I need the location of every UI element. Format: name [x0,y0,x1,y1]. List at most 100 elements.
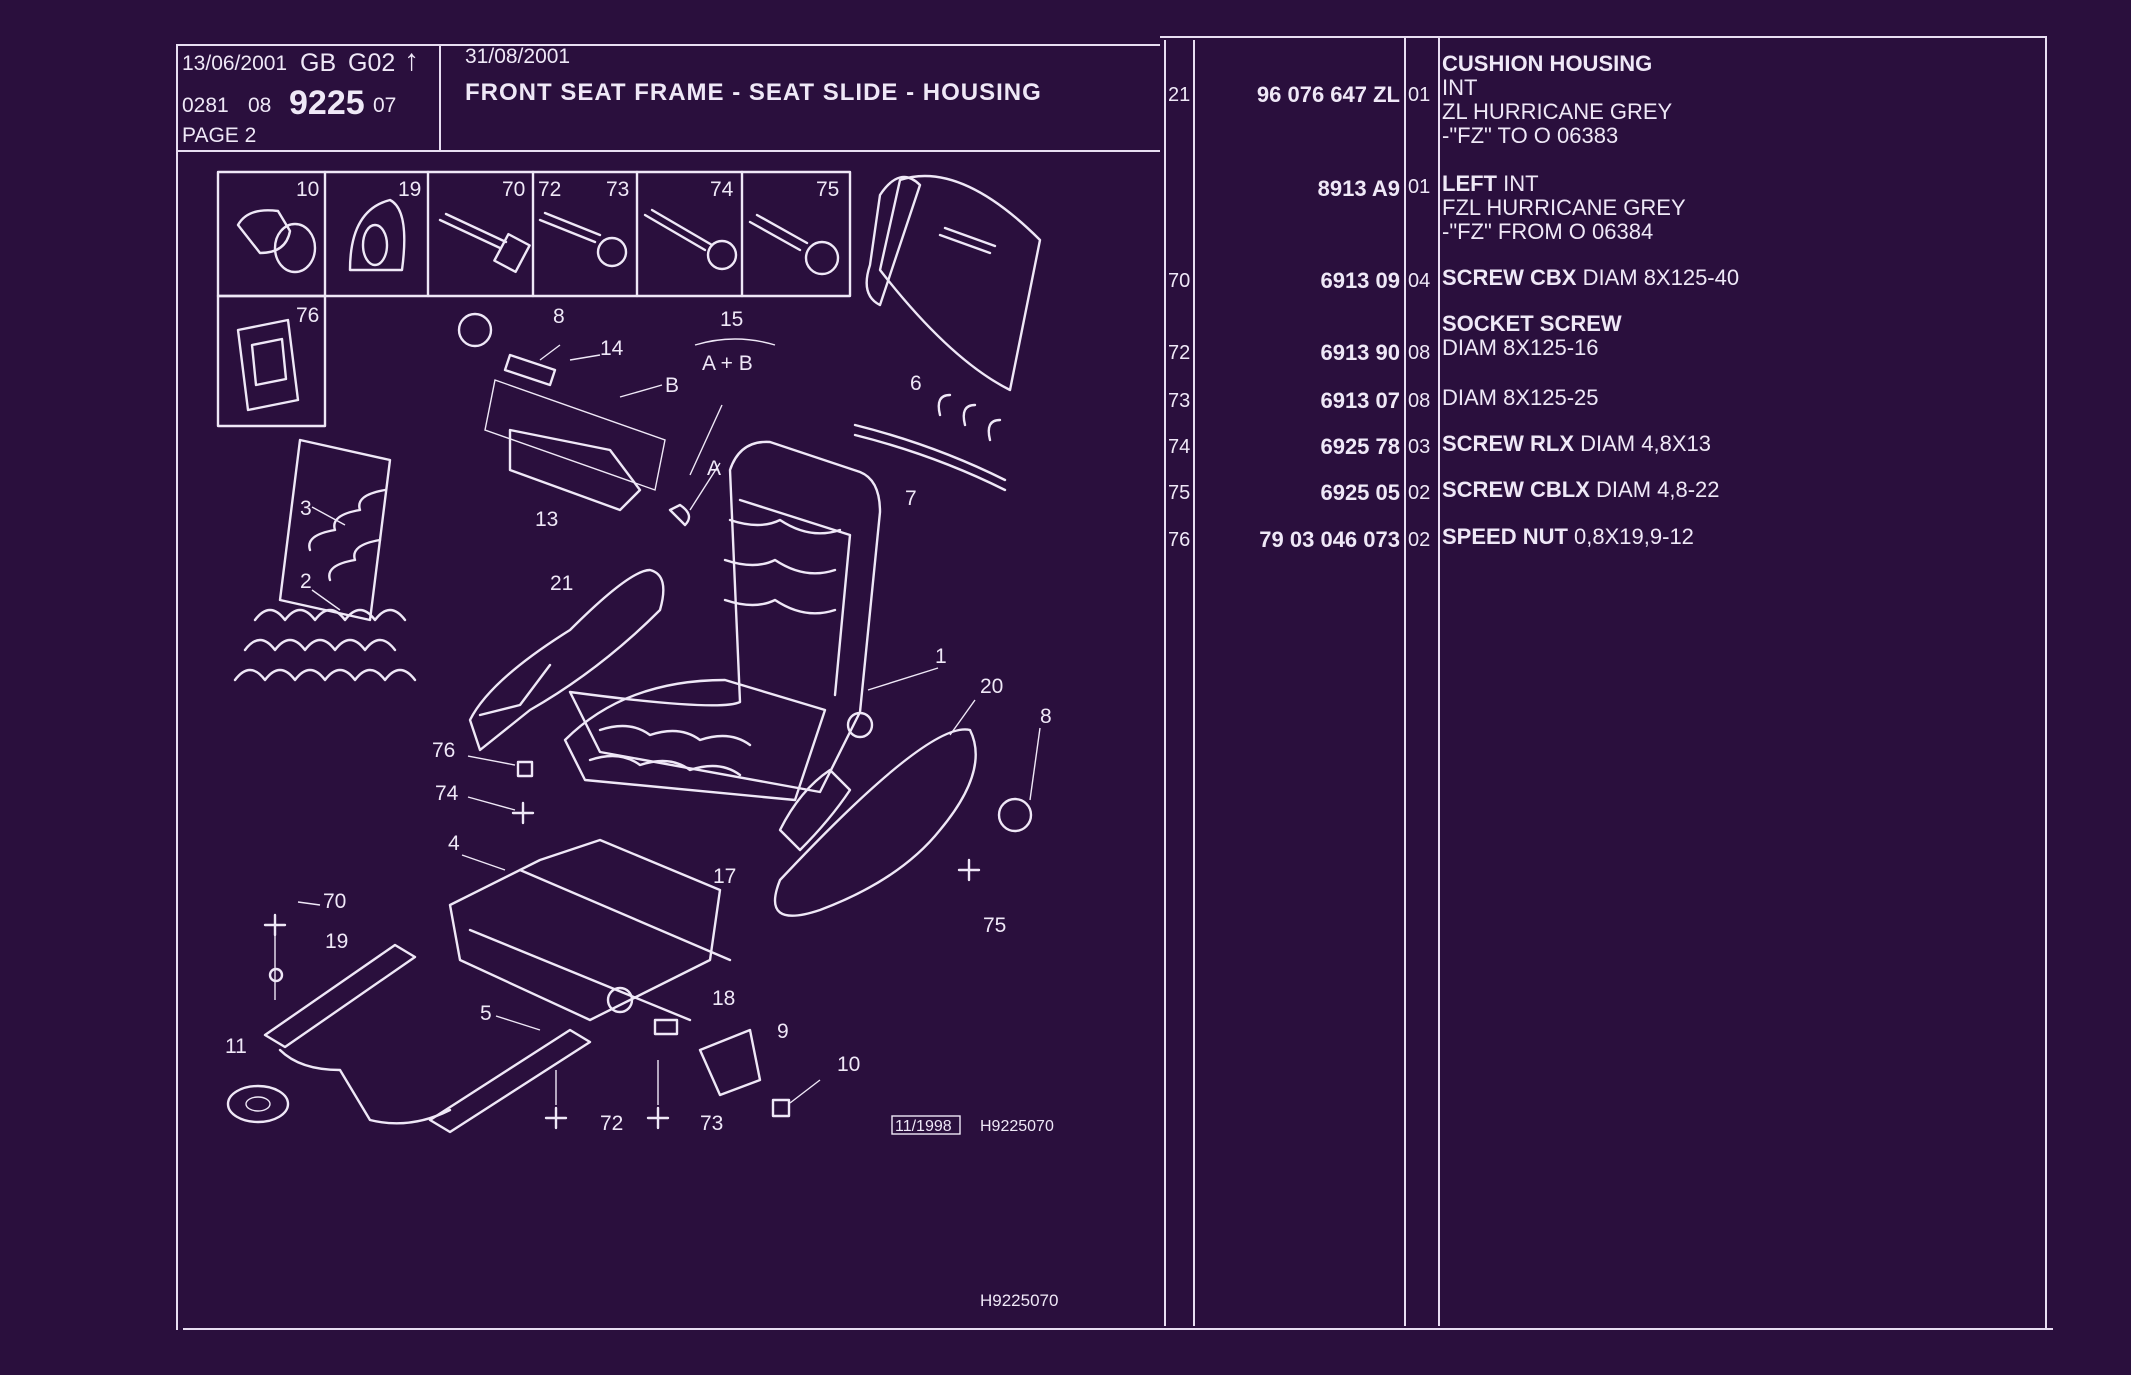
part-name: SPEED NUT [1442,524,1568,549]
edition-box [891,1115,961,1135]
quantity: 01 [1408,176,1431,198]
callout: 76 [432,739,455,762]
part-description: SPEED NUT 0,8X19,9-12 [1442,524,1694,549]
callout: 9 [777,1020,789,1043]
callout: 14 [600,337,624,360]
group-label: A + B [702,352,753,375]
callout: 73 [700,1112,723,1135]
part-description: SCREW RLX DIAM 4,8X13 [1442,431,1711,456]
ref-number: 70 [1168,270,1191,292]
up-arrow-icon: ↑ [404,44,419,77]
part-number: 6925 05 [1320,480,1400,505]
callout: 13 [535,508,558,531]
box-label: 76 [296,304,319,327]
group-bracket [694,338,776,346]
ref-number: 74 [1168,436,1191,458]
callout: 8 [553,305,565,328]
callout: 4 [448,832,460,855]
catalogue-code: G02 [348,49,396,77]
callout: 74 [435,782,459,805]
part-description: LEFT INT FZL HURRICANE GREY -"FZ" FROM O… [1442,171,1686,244]
small-parts [516,760,791,1118]
part-description: SCREW CBX DIAM 8X125-40 [1442,265,1740,290]
part-name: SOCKET SCREW [1442,311,1622,336]
box-label: 72 [538,178,561,201]
quantity: 01 [1408,84,1431,106]
part-number: 96 076 647 ZL [1256,82,1400,107]
callout: 20 [980,675,1003,698]
box-label: 10 [296,178,319,201]
quantity: 03 [1408,436,1431,458]
ref-number: 72 [1168,342,1191,364]
callout: 70 [323,890,346,913]
revision-date: 31/08/2001 [465,45,571,68]
callout: 2 [300,570,312,593]
frame-top-right [1160,36,2046,38]
part-name: SCREW RLX [1442,431,1574,456]
header-divider [439,44,441,150]
part-number: 6913 09 [1320,268,1400,293]
issue-date: 13/06/2001 [182,52,288,75]
callout: 19 [325,930,348,953]
callout: 17 [713,865,736,888]
frame-top-left [176,44,1160,46]
seat-frame [563,440,882,802]
footer-reference: H9225070 [980,1291,1058,1310]
frame-left [176,44,178,1330]
ref-number: 76 [1168,529,1191,551]
callout: 11 [225,1035,247,1058]
leader-lines [297,344,1041,1104]
col-divider-3 [1404,38,1406,1326]
backrest-trim [853,174,1042,492]
seat-base-frame [448,838,732,1022]
group-number: 9225 [289,84,365,122]
exploded-seat-diagram: 10 19 70 72 73 74 75 76 [216,170,1058,1310]
seat-rails [226,943,592,1134]
fastener-markers [263,801,981,1130]
callout: B [665,374,679,397]
drawing-reference: H9225070 [980,1118,1054,1135]
quantity: 02 [1408,482,1431,504]
part-name: SCREW CBLX [1442,477,1590,502]
col-divider-4 [1438,38,1440,1326]
fastener-boxes [216,170,852,428]
part-description: CUSHION HOUSING INT ZL HURRICANE GREY -"… [1442,51,1673,148]
frame-right [2045,36,2047,1328]
edition-date: 11/1998 [895,1118,952,1135]
part-number: 6913 07 [1320,388,1400,413]
frame-bottom [183,1328,2053,1330]
callout: 3 [300,497,312,520]
callout: 6 [910,372,922,395]
language-code: GB [300,49,337,77]
part-name: SCREW CBX [1442,265,1577,290]
box-label: 74 [710,178,734,201]
cushion-housing [468,568,665,752]
ref-number: 75 [1168,482,1191,504]
lever-parts [457,312,691,527]
callout: A [707,457,721,480]
seat-springs [233,438,417,682]
page-number: PAGE 2 [182,124,257,147]
ref-b: 08 [248,94,272,117]
part-number: 6913 90 [1320,340,1400,365]
quantity: 04 [1408,270,1431,292]
callout: 75 [983,914,1006,937]
part-name: LEFT [1442,171,1497,196]
callout: 21 [550,572,573,595]
part-description: SCREW CBLX DIAM 4,8-22 [1442,477,1720,502]
ref-number: 21 [1168,84,1191,106]
callout: 10 [837,1053,860,1076]
callout: 1 [935,645,947,668]
box-label: 19 [398,178,421,201]
callout: 15 [720,308,743,331]
callout: 7 [905,487,917,510]
quantity: 08 [1408,390,1431,412]
slide-housing [773,728,1033,917]
col-divider-1 [1164,40,1166,1326]
quantity: 02 [1408,529,1431,551]
ref-a: 0281 [182,94,229,117]
callout: 18 [712,987,735,1010]
box-label: 73 [606,178,629,201]
box-label: 75 [816,178,839,201]
ref-number: 73 [1168,390,1191,412]
